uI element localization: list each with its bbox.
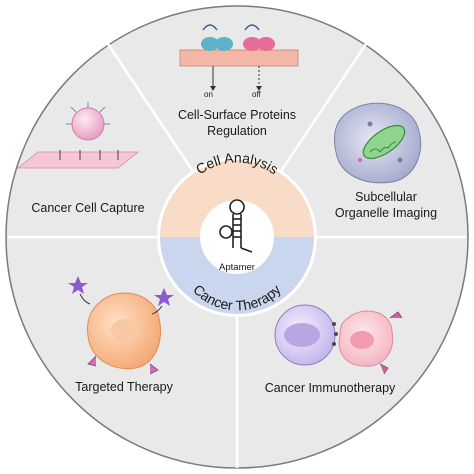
segment-cell-surface-proteins: on off Cell-Surface Proteins Regulation — [178, 24, 299, 138]
center-hub: Cell Analysis Cancer Therapy Aptamer — [157, 150, 317, 317]
segment-cancer-immunotherapy: Cancer Immunotherapy — [265, 304, 403, 395]
organelle-label-line-2: Organelle Imaging — [335, 206, 437, 220]
center-bottom-half — [160, 237, 314, 314]
receptor-off-icon — [243, 24, 275, 91]
off-tag: off — [252, 90, 262, 99]
capture-label: Cancer Cell Capture — [31, 201, 144, 215]
immunotherapy-label: Cancer Immunotherapy — [265, 381, 396, 395]
star-drug-icon — [68, 276, 174, 306]
aptamer-label: Aptamer — [219, 262, 255, 273]
mitochondria-icon — [362, 124, 406, 160]
cell-surface-label-line-1: Cell-Surface Proteins — [178, 108, 296, 122]
aptamer-icon — [219, 199, 253, 253]
targeted-therapy-label: Targeted Therapy — [75, 380, 173, 394]
cell-surface-label-line-2: Regulation — [207, 124, 267, 138]
center-top-half — [160, 160, 314, 237]
receptor-on-icon — [201, 24, 233, 91]
segment-targeted-therapy: Targeted Therapy — [68, 276, 174, 394]
segment-organelle-imaging: Subcellular Organelle Imaging — [334, 102, 437, 220]
organelle-label-line-1: Subcellular — [355, 190, 417, 204]
capture-surface-icon — [16, 151, 140, 169]
membrane-icon — [179, 49, 299, 67]
captured-cell-icon — [71, 107, 105, 141]
segment-cancer-cell-capture: Cancer Cell Capture — [16, 102, 145, 215]
on-tag: on — [204, 90, 213, 99]
